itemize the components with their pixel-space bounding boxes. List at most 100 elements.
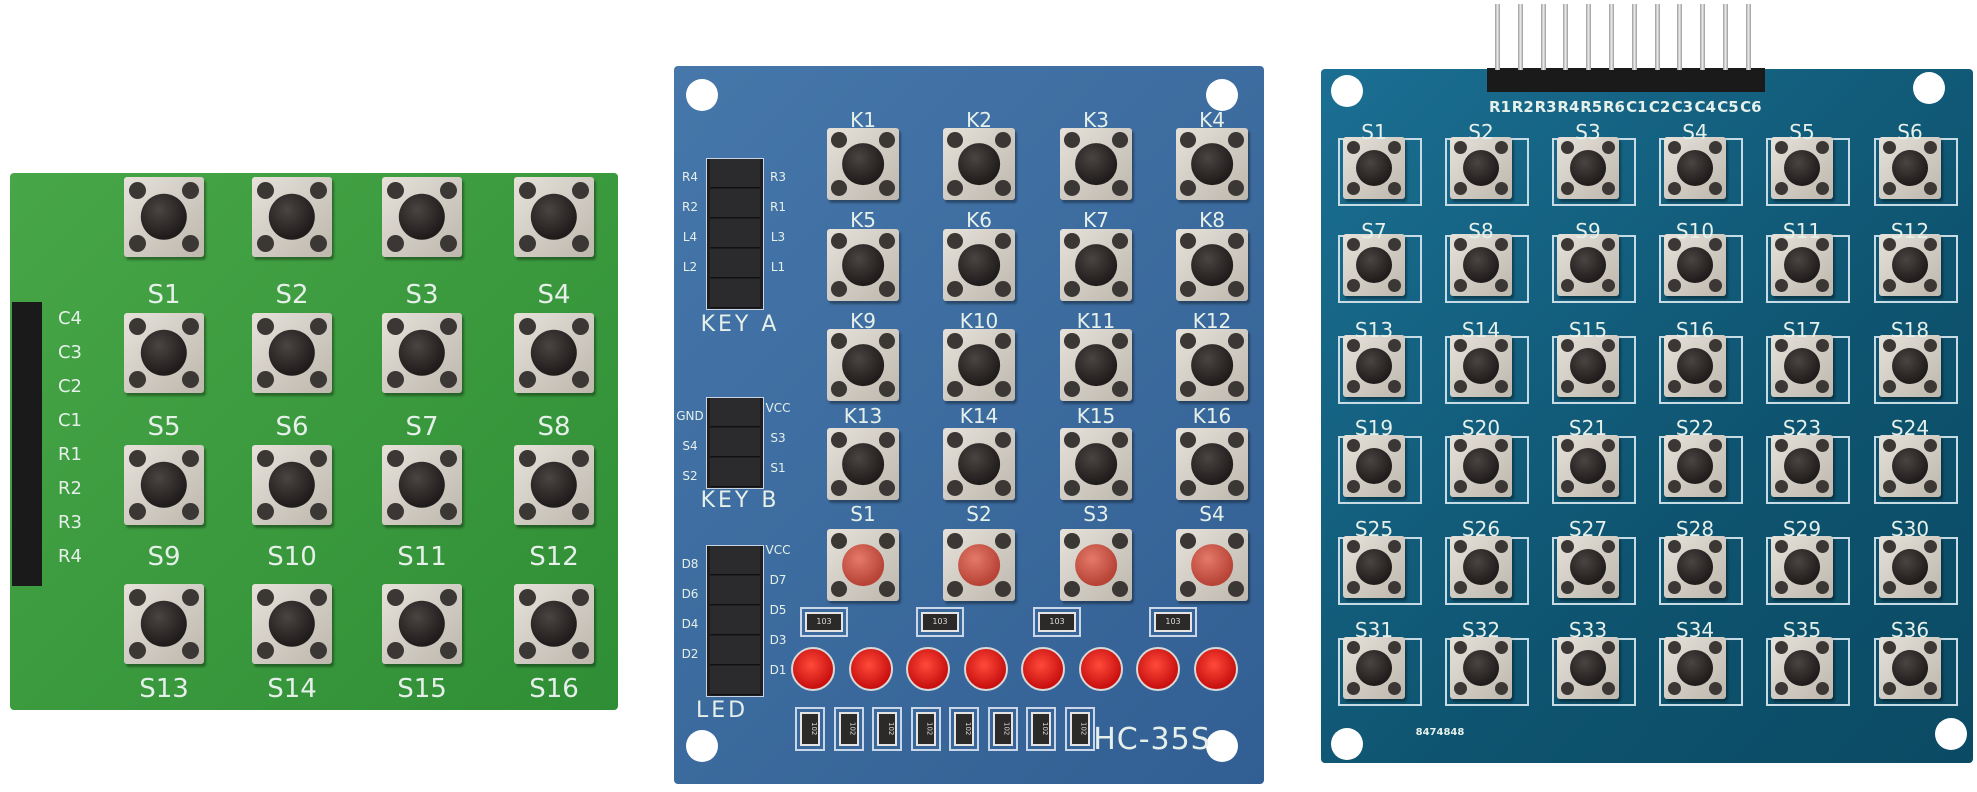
tact-switch-s5[interactable] — [1771, 137, 1833, 199]
button-leg — [1111, 432, 1128, 449]
tact-switch-s21[interactable] — [1557, 435, 1619, 497]
tact-switch-s1[interactable] — [1343, 137, 1405, 199]
header-pin[interactable] — [1631, 4, 1637, 70]
pin-header-12[interactable] — [1487, 68, 1765, 92]
pin-header-header_key_a[interactable] — [706, 158, 764, 310]
tact-switch-s12[interactable] — [514, 445, 594, 525]
header-pin[interactable] — [1745, 4, 1751, 70]
tact-switch-s23[interactable] — [1771, 435, 1833, 497]
tact-switch-k3[interactable] — [1060, 128, 1132, 200]
tact-switch-s7[interactable] — [382, 313, 462, 393]
header-pin[interactable] — [1609, 4, 1614, 70]
tact-switch-s18[interactable] — [1879, 335, 1941, 397]
tact-switch-k10[interactable] — [943, 329, 1015, 401]
button-leg — [947, 132, 964, 149]
tact-switch-s13[interactable] — [1343, 335, 1405, 397]
tact-switch-k14[interactable] — [943, 428, 1015, 500]
tact-switch-s9[interactable] — [1557, 234, 1619, 296]
tact-switch-s15[interactable] — [382, 584, 462, 664]
tact-switch-s36[interactable] — [1879, 637, 1941, 699]
red-tact-switch-s1[interactable] — [827, 529, 899, 601]
header-pin[interactable] — [1540, 4, 1546, 70]
red-tact-switch-s2[interactable] — [943, 529, 1015, 601]
tact-switch-k6[interactable] — [943, 229, 1015, 301]
pin-label-right: R1 — [770, 200, 786, 214]
tact-switch-s27[interactable] — [1557, 536, 1619, 598]
tact-switch-s15[interactable] — [1557, 335, 1619, 397]
tact-switch-k1[interactable] — [827, 128, 899, 200]
tact-switch-s22[interactable] — [1664, 435, 1726, 497]
tact-switch-s13[interactable] — [124, 584, 204, 664]
button-leg — [1774, 580, 1789, 595]
tact-switch-s5[interactable] — [124, 313, 204, 393]
tact-switch-s4[interactable] — [514, 177, 594, 257]
button-leg — [1667, 539, 1682, 554]
red-led — [906, 647, 950, 691]
header-pin[interactable] — [1654, 4, 1660, 70]
tact-switch-s30[interactable] — [1879, 536, 1941, 598]
tact-switch-s3[interactable] — [382, 177, 462, 257]
tact-switch-s2[interactable] — [252, 177, 332, 257]
tact-switch-k5[interactable] — [827, 229, 899, 301]
header-pin[interactable] — [1723, 4, 1728, 70]
tact-switch-s10[interactable] — [252, 445, 332, 525]
pin-header-8[interactable] — [12, 302, 42, 586]
tact-switch-k4[interactable] — [1176, 128, 1248, 200]
tact-switch-s11[interactable] — [382, 445, 462, 525]
pin-header-header_led[interactable] — [706, 545, 764, 697]
tact-switch-s32[interactable] — [1450, 637, 1512, 699]
tact-switch-s6[interactable] — [252, 313, 332, 393]
tact-switch-s2[interactable] — [1450, 137, 1512, 199]
red-tact-switch-s3[interactable] — [1060, 529, 1132, 601]
button-cap — [1191, 544, 1233, 586]
header-pin[interactable] — [1517, 4, 1523, 70]
tact-switch-k15[interactable] — [1060, 428, 1132, 500]
header-pin[interactable] — [1495, 4, 1500, 70]
tact-switch-s34[interactable] — [1664, 637, 1726, 699]
tact-switch-k11[interactable] — [1060, 329, 1132, 401]
tact-switch-s1[interactable] — [124, 177, 204, 257]
tact-switch-s19[interactable] — [1343, 435, 1405, 497]
header-pin[interactable] — [1677, 4, 1683, 70]
tact-switch-s4[interactable] — [1664, 137, 1726, 199]
tact-switch-s16[interactable] — [1664, 335, 1726, 397]
tact-switch-s35[interactable] — [1771, 637, 1833, 699]
teal-6x6-keypad-board — [1321, 69, 1973, 763]
tact-switch-k2[interactable] — [943, 128, 1015, 200]
tact-switch-s26[interactable] — [1450, 536, 1512, 598]
tact-switch-k9[interactable] — [827, 329, 899, 401]
tact-switch-s33[interactable] — [1557, 637, 1619, 699]
header-pin[interactable] — [1563, 4, 1569, 70]
tact-switch-s29[interactable] — [1771, 536, 1833, 598]
tact-switch-s8[interactable] — [514, 313, 594, 393]
header-pin[interactable] — [1586, 4, 1592, 70]
tact-switch-s6[interactable] — [1879, 137, 1941, 199]
tact-switch-s8[interactable] — [1450, 234, 1512, 296]
tact-switch-s7[interactable] — [1343, 234, 1405, 296]
tact-switch-s11[interactable] — [1771, 234, 1833, 296]
tact-switch-s14[interactable] — [252, 584, 332, 664]
tact-switch-s14[interactable] — [1450, 335, 1512, 397]
tact-switch-s12[interactable] — [1879, 234, 1941, 296]
tact-switch-s24[interactable] — [1879, 435, 1941, 497]
tact-switch-k16[interactable] — [1176, 428, 1248, 500]
pin-header-header_key_b[interactable] — [706, 397, 764, 489]
tact-switch-s16[interactable] — [514, 584, 594, 664]
tact-switch-k7[interactable] — [1060, 229, 1132, 301]
tact-switch-s25[interactable] — [1343, 536, 1405, 598]
tact-switch-s17[interactable] — [1771, 335, 1833, 397]
tact-switch-s3[interactable] — [1557, 137, 1619, 199]
red-tact-switch-s4[interactable] — [1176, 529, 1248, 601]
tact-switch-k12[interactable] — [1176, 329, 1248, 401]
tact-switch-k8[interactable] — [1176, 229, 1248, 301]
tact-switch-s20[interactable] — [1450, 435, 1512, 497]
tact-switch-s31[interactable] — [1343, 637, 1405, 699]
tact-switch-s28[interactable] — [1664, 536, 1726, 598]
tact-switch-k13[interactable] — [827, 428, 899, 500]
button-cap — [1570, 448, 1606, 484]
tact-switch-s10[interactable] — [1664, 234, 1726, 296]
header-pin[interactable] — [1700, 4, 1706, 70]
button-leg — [386, 449, 405, 468]
tact-switch-s9[interactable] — [124, 445, 204, 525]
switch-label: S15 — [397, 674, 447, 704]
